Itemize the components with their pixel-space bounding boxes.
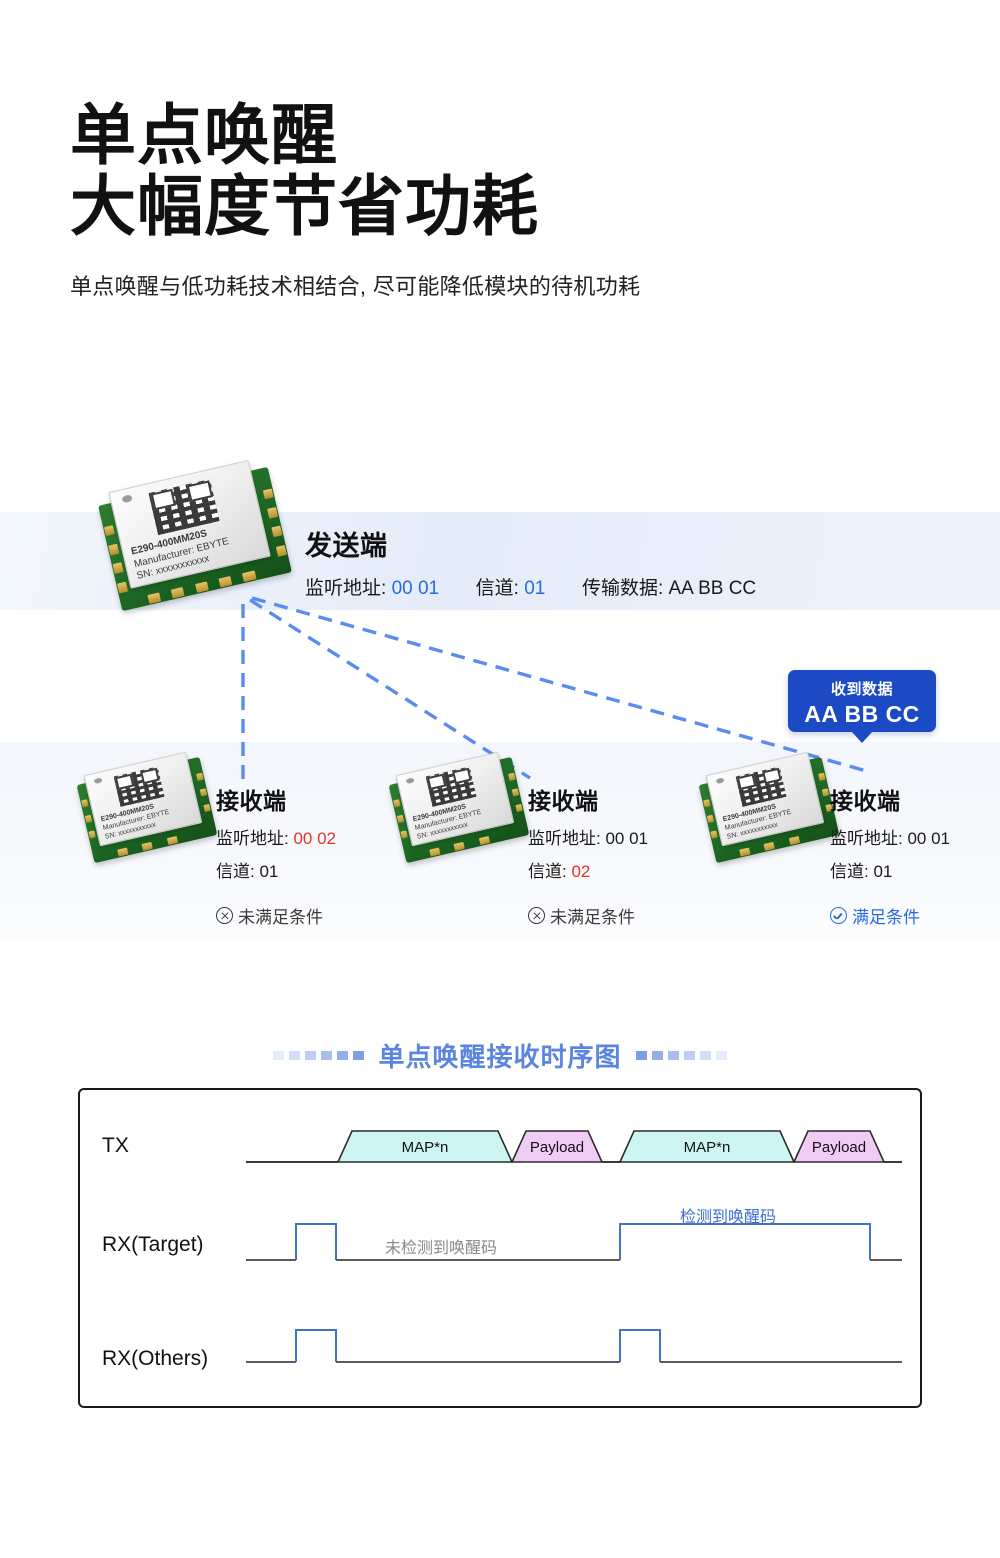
page-title: 单点唤醒 大幅度节省功耗 — [70, 98, 950, 244]
callout-value: AA BB CC — [804, 701, 920, 727]
sender-data-label: 传输数据: — [581, 578, 664, 599]
receiver-info-1: 接收端 监听地址: 00 02 信道: 01 未满足条件 — [216, 782, 336, 928]
receiver-address-value: 00 01 — [605, 829, 649, 848]
receiver-title: 接收端 — [528, 788, 599, 814]
receiver-address-label: 监听地址: — [830, 829, 903, 848]
receiver-address-row: 监听地址: 00 02 — [216, 824, 336, 849]
tx-block-payload-2: Payload — [812, 1139, 866, 1156]
sender-module-image: E290-400MM20S Manufacturer: EBYTE SN: xx… — [97, 459, 293, 612]
receiver-channel-label: 信道: — [216, 862, 255, 881]
receiver-status-label: 满足条件 — [852, 908, 920, 927]
receiver-channel-row: 信道: 02 — [528, 857, 648, 882]
receiver-channel-value: 01 — [873, 862, 893, 881]
timing-diagram-title: 单点唤醒接收时序图 — [0, 1037, 1000, 1074]
sender-channel-value: 01 — [524, 578, 546, 599]
decorative-dashes-right — [635, 1051, 727, 1060]
timing-row-label-tx: TX — [102, 1134, 129, 1157]
callout-heading: 收到数据 — [830, 681, 893, 698]
pin1-dot — [716, 777, 725, 785]
sender-address-value: 00 01 — [391, 578, 440, 599]
signal-arrows — [241, 596, 871, 782]
timing-row-label-rx-target: RX(Target) — [102, 1233, 204, 1256]
receiver-status-label: 未满足条件 — [550, 908, 635, 927]
circle-cross-icon — [216, 907, 233, 924]
receiver-status: 未满足条件 — [528, 903, 648, 928]
timing-waveforms: MAP*n Payload MAP*n Payload — [246, 1130, 902, 1363]
pin1-dot — [406, 777, 415, 785]
page-title-line1: 单点唤醒 — [70, 98, 338, 172]
pcb-body: E290-400MM20S Manufacturer: EBYTE SN: xx… — [690, 744, 848, 876]
timing-row-label-rx-others: RX(Others) — [102, 1347, 209, 1370]
sender-info: 发送端 监听地址: 00 01 信道: 01 传输数据: AA BB CC — [305, 524, 756, 600]
circle-check-icon — [830, 907, 847, 924]
sender-data-value: AA BB CC — [668, 578, 757, 599]
annotation-not-detected: 未检测到唤醒码 — [385, 1240, 498, 1257]
page-subtitle: 单点唤醒与低功耗技术相结合, 尽可能降低模块的待机功耗 — [70, 273, 641, 299]
pcb-body: E290-400MM20S Manufacturer: EBYTE SN: xx… — [380, 744, 538, 876]
received-data-callout: 收到数据 AA BB CC — [788, 670, 936, 743]
receiver-channel-label: 信道: — [830, 862, 869, 881]
receiver-address-value: 00 01 — [907, 829, 951, 848]
pcb-body: E290-400MM20S Manufacturer: EBYTE SN: xx… — [86, 448, 303, 629]
pin1-dot — [94, 777, 103, 785]
receiver-status: 未满足条件 — [216, 903, 336, 928]
tx-block-map-1: MAP*n — [402, 1139, 449, 1156]
tx-block-payload-1: Payload — [530, 1139, 584, 1156]
tx-block-map-2: MAP*n — [684, 1139, 731, 1156]
receiver-channel-row: 信道: 01 — [830, 857, 950, 882]
sender-address-label: 监听地址: — [305, 578, 387, 599]
receiver-info-3: 接收端 监听地址: 00 01 信道: 01 满足条件 — [830, 782, 950, 928]
circle-cross-icon — [528, 907, 545, 924]
receiver-address-label: 监听地址: — [216, 829, 289, 848]
receiver-channel-value: 02 — [571, 862, 591, 881]
receiver-channel-row: 信道: 01 — [216, 857, 336, 882]
receiver-title: 接收端 — [216, 788, 287, 814]
sender-channel-label: 信道: — [475, 578, 519, 599]
receiver-info-2: 接收端 监听地址: 00 01 信道: 02 未满足条件 — [528, 782, 648, 928]
receiver-title: 接收端 — [830, 788, 901, 814]
pin1-dot — [121, 494, 134, 504]
pcb-body: E290-400MM20S Manufacturer: EBYTE SN: xx… — [68, 744, 226, 876]
receiver-address-value: 00 02 — [293, 829, 337, 848]
receiver-channel-value: 01 — [259, 862, 279, 881]
receiver-status-label: 未满足条件 — [238, 908, 323, 927]
receiver-module-image-3: E290-400MM20S Manufacturer: EBYTE SN: xx… — [698, 751, 840, 863]
sender-params: 监听地址: 00 01 信道: 01 传输数据: AA BB CC — [305, 573, 756, 600]
annotation-detected: 检测到唤醒码 — [680, 1209, 777, 1226]
page-title-line2: 大幅度节省功耗 — [70, 169, 539, 244]
receiver-address-label: 监听地址: — [528, 829, 601, 848]
timing-title-text: 单点唤醒接收时序图 — [378, 1042, 622, 1072]
receiver-channel-label: 信道: — [528, 862, 567, 881]
receiver-address-row: 监听地址: 00 01 — [528, 824, 648, 849]
receiver-status: 满足条件 — [830, 903, 950, 928]
receiver-address-row: 监听地址: 00 01 — [830, 824, 950, 849]
receiver-module-image-2: E290-400MM20S Manufacturer: EBYTE SN: xx… — [388, 751, 530, 863]
sender-title: 发送端 — [305, 531, 388, 561]
receiver-module-image-1: E290-400MM20S Manufacturer: EBYTE SN: xx… — [76, 751, 218, 863]
hero-section: 单点唤醒 大幅度节省功耗 单点唤醒与低功耗技术相结合, 尽可能降低模块的待机功耗 — [70, 98, 950, 301]
timing-diagram: TX RX(Target) RX(Others) 未检测到唤醒码 检测到唤醒码 … — [78, 1088, 922, 1408]
decorative-dashes-left — [273, 1051, 365, 1060]
